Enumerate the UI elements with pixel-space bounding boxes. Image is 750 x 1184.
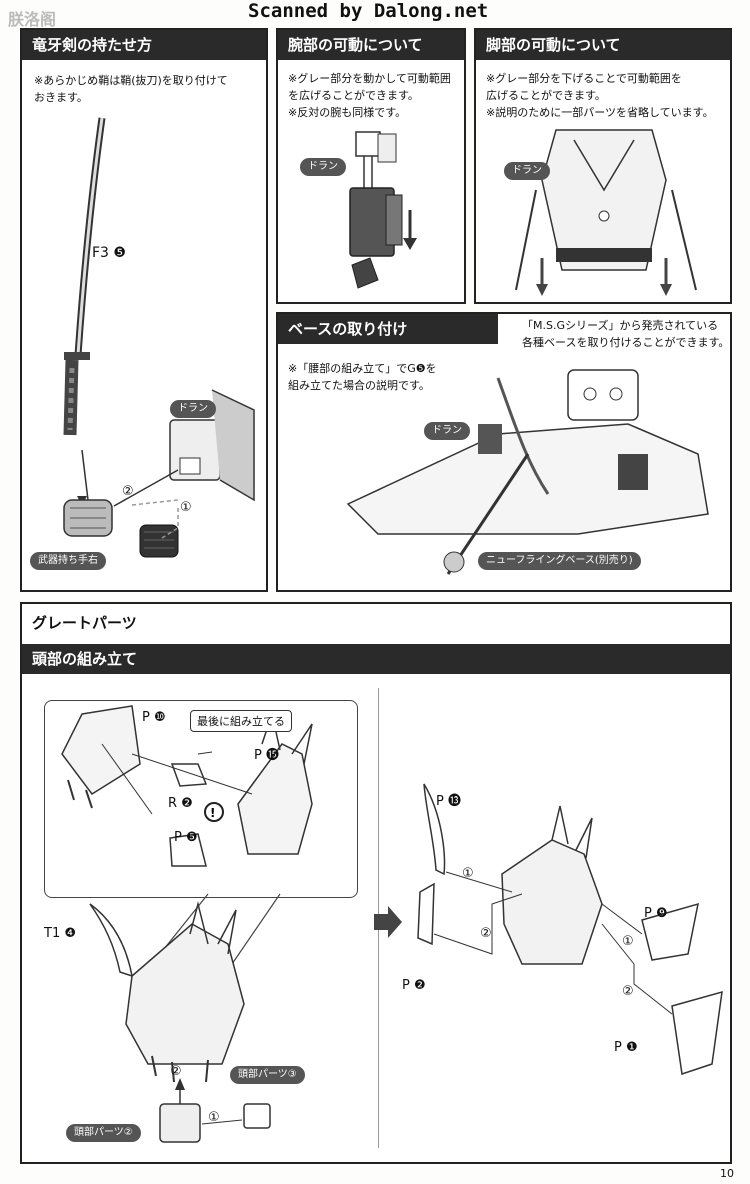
panel-great-parts: グレートパーツ 頭部の組み立て ! <box>20 602 732 1164</box>
leg-illustration <box>515 129 697 296</box>
panel-katana-title: 竜牙剣の持たせ方 <box>22 30 266 60</box>
part-p1: P ❶ <box>614 1040 638 1055</box>
arm-illustration <box>349 131 417 289</box>
inset-box <box>44 700 358 898</box>
katana-step-2: ② <box>122 484 134 499</box>
panel-base: ベースの取り付け 「M.S.Gシリーズ」から発売されている 各種ベースを取り付け… <box>276 312 732 592</box>
part-p13: P ⓭ <box>436 794 461 809</box>
katana-hand-tag: 武器持ち手右 <box>30 552 106 570</box>
panel-leg-title: 脚部の可動について <box>476 30 730 60</box>
panel-arm: 腕部の可動について ※グレー部分を動かして可動範囲 を広げることができます。 ※… <box>276 28 466 304</box>
leg-dran-tag: ドラン <box>504 162 550 180</box>
part-r2: R ❷ <box>168 796 193 811</box>
katana-part-num: ❺ <box>113 245 126 261</box>
step-2-left: ② <box>170 1064 182 1079</box>
callout-last: 最後に組み立てる <box>190 710 292 732</box>
part-p10: P ❿ <box>142 710 166 725</box>
watermark-scanned: Scanned by Dalong.net <box>248 0 489 22</box>
panel-leg-note: ※グレー部分を下げることで可動範囲を 広げることができます。 ※説明のために一部… <box>486 72 714 119</box>
base-dran-tag: ドラン <box>424 422 470 440</box>
panel-leg: 脚部の可動について ※グレー部分を下げることで可動範囲を 広げることができます。… <box>474 28 732 304</box>
step-1-right-a: ① <box>462 866 474 881</box>
step-1-left: ① <box>208 1110 220 1125</box>
katana-illustration <box>63 117 255 558</box>
watermark-left: 朕洛阁 <box>8 10 57 29</box>
page-number: 10 <box>720 1167 734 1180</box>
great-parts-title: グレートパーツ <box>32 614 137 632</box>
panel-katana-note: ※あらかじめ鞘は鞘(抜刀)を取り付けて おきます。 <box>34 74 228 104</box>
base-illustration <box>346 369 709 575</box>
panel-katana: 竜牙剣の持たせ方 ※あらかじめ鞘は鞘(抜刀)を取り付けて おきます。 F3 ❺ … <box>20 28 268 592</box>
katana-step-1: ① <box>180 500 192 515</box>
katana-part-label: F3 ❺ <box>92 245 126 261</box>
head-part-2-tag: 頭部パーツ② <box>66 1124 141 1142</box>
katana-dran-tag: ドラン <box>170 400 216 418</box>
part-p9: P ❾ <box>644 906 668 921</box>
panel-arm-note: ※グレー部分を動かして可動範囲 を広げることができます。 ※反対の腕も同様です。 <box>288 72 451 119</box>
head-part-3-tag: 頭部パーツ③ <box>230 1066 305 1084</box>
panel-base-note: ※「腰部の組み立て」でG❺を 組み立てた場合の説明です。 <box>288 362 437 392</box>
part-p2: P ❷ <box>402 978 426 993</box>
katana-part: F3 <box>92 245 109 261</box>
part-t1: T1 ❹ <box>44 926 76 941</box>
panel-base-title: ベースの取り付け <box>278 314 498 344</box>
head-illustration: ! <box>61 705 723 1143</box>
step-2-right-b: ② <box>622 984 634 999</box>
panel-arm-title: 腕部の可動について <box>278 30 464 60</box>
svg-text:!: ! <box>210 806 215 820</box>
part-p5: P ❺ <box>174 830 198 845</box>
part-p15: P ⓯ <box>254 748 279 763</box>
arm-dran-tag: ドラン <box>300 158 346 176</box>
step-1-right-b: ① <box>622 934 634 949</box>
panel-base-note-right: 「M.S.Gシリーズ」から発売されている 各種ベースを取り付けることができます。 <box>522 319 730 349</box>
step-2-right-a: ② <box>480 926 492 941</box>
head-assembly-title: 頭部の組み立て <box>22 644 730 674</box>
base-flying-tag: ニューフライングベース(別売り) <box>478 552 641 570</box>
